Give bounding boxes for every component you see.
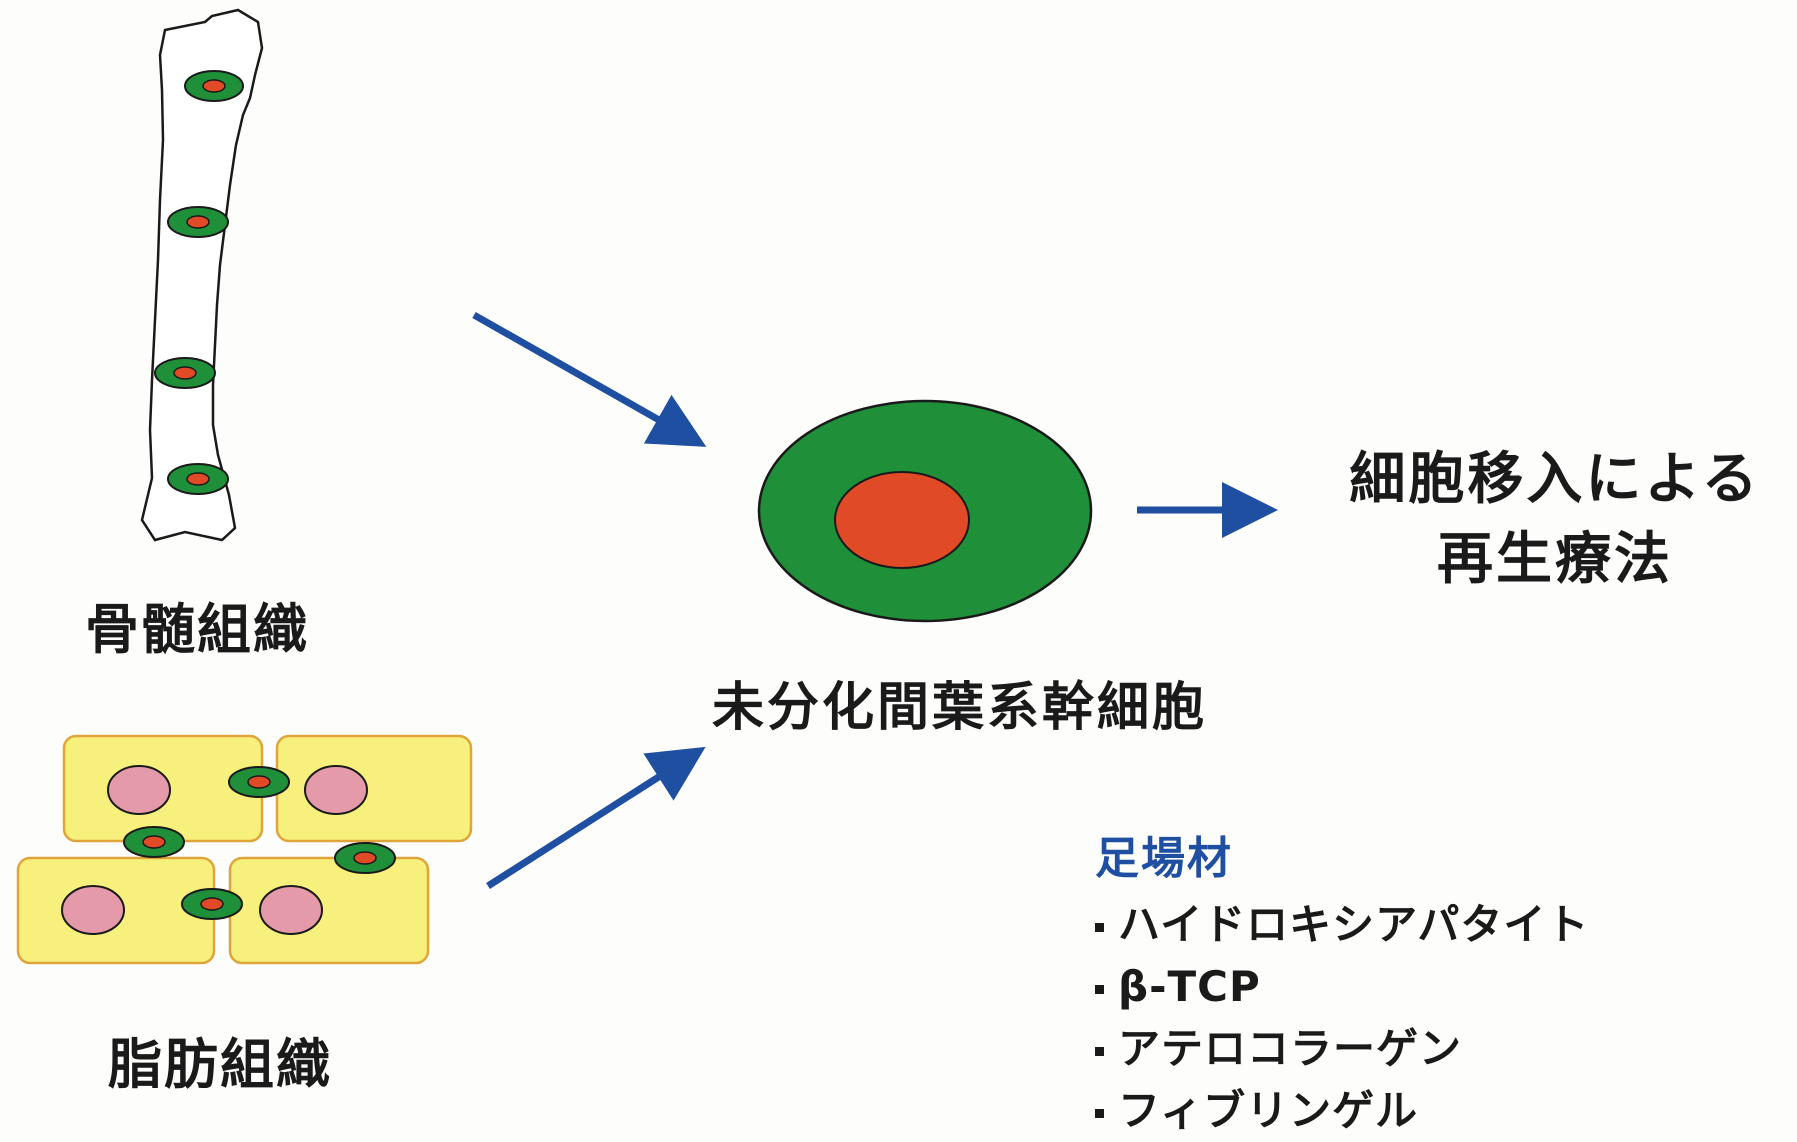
bone-cell (167, 206, 229, 238)
arrow-fat-to-stem (486, 746, 706, 889)
adipose-stem-cell (123, 826, 185, 858)
adipose-stem-cell (181, 888, 243, 920)
result-line-2: 再生療法 (1437, 527, 1673, 592)
mesenchymal-stem-cell (757, 399, 1093, 623)
bullet-icon (1095, 923, 1104, 932)
bone-marrow-label: 骨髄組織 (85, 598, 309, 661)
scaffold-list: 足場材 ハイドロキシアパタイト β-TCP アテロコラーゲン フィブリンゲル (1095, 822, 1589, 1142)
scaffold-item-text: アテロコラーゲン (1118, 1024, 1463, 1073)
bullet-icon (1095, 985, 1104, 994)
fat-cell (16, 856, 216, 965)
regenerative-therapy-label: 細胞移入による 再生療法 (1320, 440, 1790, 600)
scaffold-item: アテロコラーゲン (1095, 1018, 1589, 1080)
stem-cell-label: 未分化間葉系幹細胞 (712, 678, 1208, 738)
scaffold-item-text: β-TCP (1118, 962, 1261, 1011)
bullet-icon (1095, 1109, 1104, 1118)
bone-outline (140, 8, 264, 542)
fat-cell (228, 856, 430, 965)
scaffold-title: 足場材 (1095, 833, 1233, 884)
fat-cell (275, 734, 473, 843)
fat-cell (62, 734, 264, 843)
scaffold-item: フィブリンゲル (1095, 1080, 1589, 1142)
adipose-stem-cell (334, 842, 396, 874)
scaffold-item-text: フィブリンゲル (1118, 1086, 1419, 1135)
scaffold-item: ハイドロキシアパタイト (1095, 894, 1589, 956)
result-line-1: 細胞移入による (1349, 447, 1761, 512)
adipose-stem-cell (228, 766, 290, 798)
bone-cell (154, 357, 216, 389)
bone-cell (184, 70, 244, 102)
scaffold-item-text: ハイドロキシアパタイト (1118, 900, 1590, 949)
bone-cell (167, 463, 229, 495)
scaffold-item: β-TCP (1095, 956, 1589, 1018)
bullet-icon (1095, 1047, 1104, 1056)
adipose-tissue-label: 脂肪組織 (108, 1033, 332, 1096)
arrow-bone-to-stem (472, 311, 707, 447)
